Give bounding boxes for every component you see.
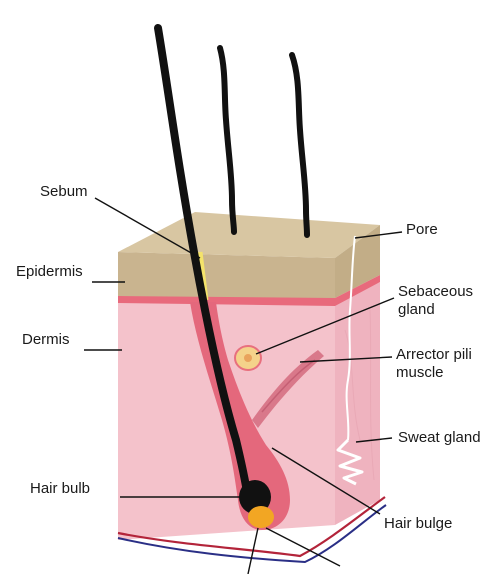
epidermis-top-face — [118, 212, 380, 258]
third-hair — [292, 55, 307, 235]
label-sweat-gland: Sweat gland — [398, 429, 481, 446]
sebaceous-gland — [235, 346, 261, 370]
second-hair — [220, 48, 234, 232]
label-hair-bulb: Hair bulb — [30, 480, 90, 497]
label-sebaceous-gland-line2: gland — [398, 301, 435, 318]
epidermis-front-face — [118, 252, 335, 302]
label-sebum: Sebum — [40, 183, 88, 200]
label-pore: Pore — [406, 221, 438, 238]
dermal-papilla — [248, 506, 274, 528]
sebaceous-gland-core — [244, 354, 252, 362]
label-dermis: Dermis — [22, 331, 70, 348]
label-sebaceous-gland-line1: Sebaceous — [398, 283, 473, 300]
label-arrector-pili-line2: muscle — [396, 364, 444, 381]
label-arrector-pili-line1: Arrector pili — [396, 346, 472, 363]
label-epidermis: Epidermis — [16, 263, 83, 280]
label-hair-bulge: Hair bulge — [384, 515, 452, 532]
